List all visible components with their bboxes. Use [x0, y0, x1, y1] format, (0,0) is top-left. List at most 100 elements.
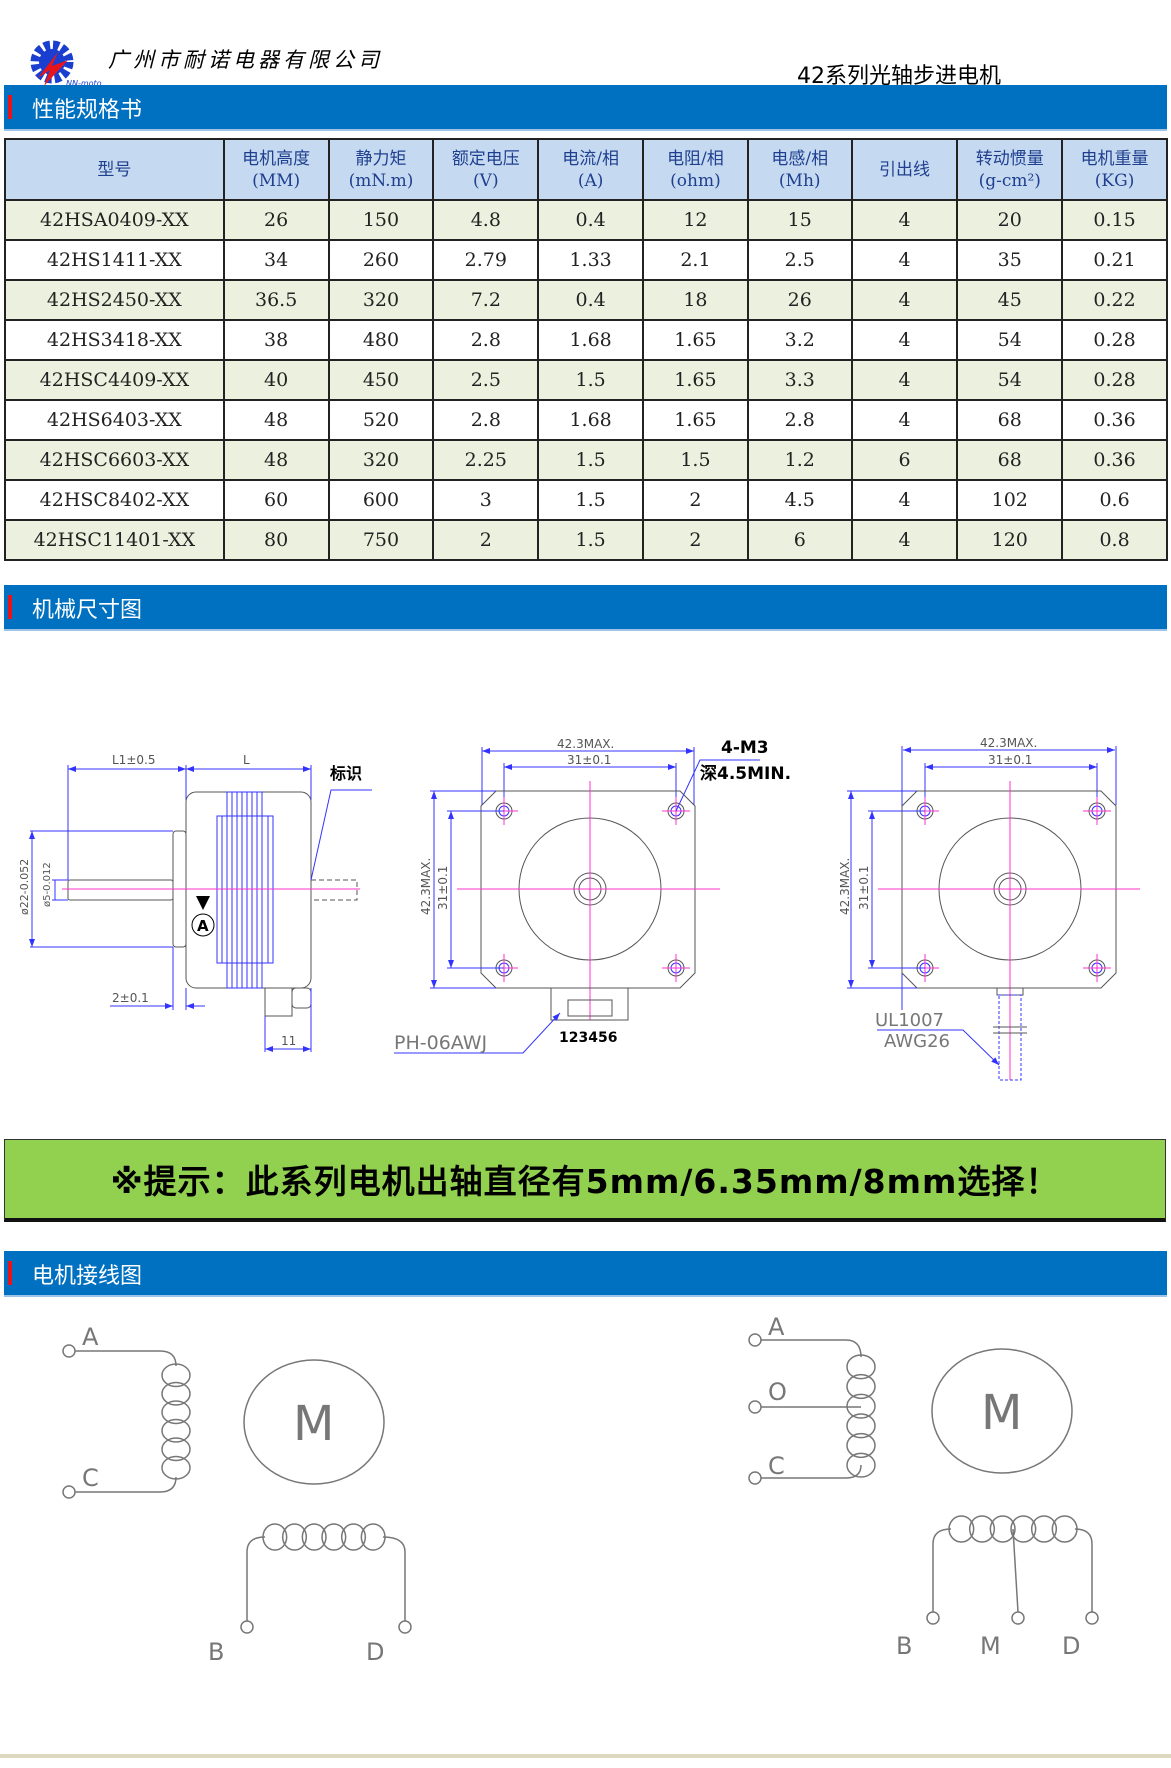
table-cell: 18 — [642, 279, 749, 321]
coil-loop — [161, 1381, 191, 1406]
dim-flange-label: 2±0.1 — [112, 991, 149, 1005]
wire-terminal — [398, 1620, 412, 1634]
table-cell: 60 — [222, 479, 330, 521]
table-cell: 0.8 — [1061, 519, 1168, 561]
pin-numbers-label: 123456 — [559, 1030, 617, 1046]
coil-loop — [846, 1393, 876, 1419]
side-view-drawing — [29, 765, 372, 1052]
table-cell: 1.65 — [642, 319, 749, 361]
wire-label-d: D — [366, 1638, 384, 1666]
coil-loop — [846, 1452, 876, 1478]
model-cell: 42HSC4409-XX — [4, 359, 225, 401]
dim-hole-height-label: 31±0.1 — [857, 866, 871, 910]
dim-d5-label: ø5-0.012 — [42, 862, 53, 907]
coil-loop — [301, 1523, 327, 1551]
table-cell: 520 — [327, 399, 435, 441]
column-header-unit: (mN.m) — [348, 170, 414, 191]
table-cell: 0.36 — [1061, 439, 1168, 481]
wire — [75, 1476, 177, 1493]
wire — [761, 1464, 862, 1479]
column-header-unit: (A) — [577, 170, 604, 191]
coil-loop — [161, 1437, 191, 1462]
column-header-title: 电感/相 — [771, 148, 829, 169]
table-cell: 0.6 — [1061, 479, 1168, 521]
wire — [932, 1528, 952, 1612]
table-cell: 4 — [850, 399, 959, 441]
table-cell: 480 — [327, 319, 435, 361]
table-cell: 0.21 — [1061, 239, 1168, 281]
table-cell: 15 — [746, 199, 853, 241]
table-cell: 12 — [642, 199, 749, 241]
motor-symbol-circle — [931, 1348, 1073, 1474]
table-cell: 6 — [746, 519, 853, 561]
wire-terminal — [748, 1471, 762, 1485]
table-cell: 20 — [956, 199, 1064, 241]
coil-loop — [989, 1515, 1016, 1543]
table-cell: 4 — [850, 199, 959, 241]
coil-loop — [968, 1515, 996, 1543]
table-cell: 450 — [327, 359, 435, 401]
column-header-title: 电机高度 — [242, 148, 311, 169]
table-cell: 0.28 — [1061, 359, 1168, 401]
model-cell: 42HS6403-XX — [4, 399, 225, 441]
wire-label-d: D — [1062, 1632, 1080, 1660]
column-header: 电阻/相(ohm) — [642, 138, 749, 201]
table-cell: 7.2 — [432, 279, 540, 321]
wire-label-m: M — [980, 1632, 1001, 1660]
wire — [246, 1536, 266, 1621]
coil-loop — [846, 1354, 876, 1380]
table-cell: 26 — [746, 279, 853, 321]
wire-terminal — [240, 1620, 254, 1634]
table-cell: 45 — [956, 279, 1064, 321]
wire — [1012, 1528, 1019, 1613]
dim-hole-width-label: 31±0.1 — [567, 753, 611, 767]
dim-hole-width-label: 31±0.1 — [988, 753, 1032, 767]
wire-label-a: A — [82, 1323, 99, 1351]
dim-hole-height-label: 31±0.1 — [436, 866, 450, 910]
wire-terminal — [1011, 1611, 1025, 1625]
wire-terminal — [926, 1611, 940, 1625]
wire-terminal — [1085, 1611, 1099, 1625]
table-cell: 80 — [222, 519, 330, 561]
coil-loop — [161, 1400, 191, 1425]
section-spec-header: 性能规格书 — [4, 85, 1167, 131]
model-cell: 42HS1411-XX — [4, 239, 225, 281]
table-cell: 36.5 — [222, 279, 330, 321]
table-cell: 1.65 — [642, 359, 749, 401]
table-cell: 1.33 — [537, 239, 645, 281]
table-cell: 54 — [956, 359, 1064, 401]
table-cell: 2.8 — [432, 399, 540, 441]
column-header: 电机高度(MM) — [222, 138, 330, 201]
table-cell: 4 — [850, 279, 959, 321]
company-name: 广州市耐诺电器有限公司 — [108, 48, 383, 72]
table-cell: 0.4 — [537, 279, 645, 321]
table-cell: 1.68 — [537, 399, 645, 441]
table-cell: 68 — [956, 399, 1064, 441]
table-cell: 2.1 — [642, 239, 749, 281]
wire-terminal — [748, 1400, 762, 1414]
wire-label-b: B — [208, 1638, 224, 1666]
back-view-drawing — [847, 746, 1140, 1081]
gear-logo-icon: NN-motor — [30, 40, 106, 88]
wire-label-c: C — [82, 1464, 99, 1492]
dim-l1-label: L1±0.5 — [112, 753, 155, 767]
table-cell: 6 — [850, 439, 959, 481]
table-cell: 4 — [850, 359, 959, 401]
section-marker — [8, 95, 12, 119]
table-cell: 48 — [222, 439, 330, 481]
coil-loop — [846, 1432, 876, 1459]
table-cell: 34 — [222, 239, 330, 281]
product-title: 42系列光轴步进电机 — [797, 64, 1001, 89]
coil-loop — [846, 1373, 876, 1400]
motor-symbol-circle — [243, 1359, 385, 1485]
depth-label: 深4.5MIN. — [700, 763, 791, 784]
table-cell: 600 — [327, 479, 435, 521]
table-cell: 2.5 — [746, 239, 853, 281]
front-view-drawing — [394, 747, 760, 1054]
